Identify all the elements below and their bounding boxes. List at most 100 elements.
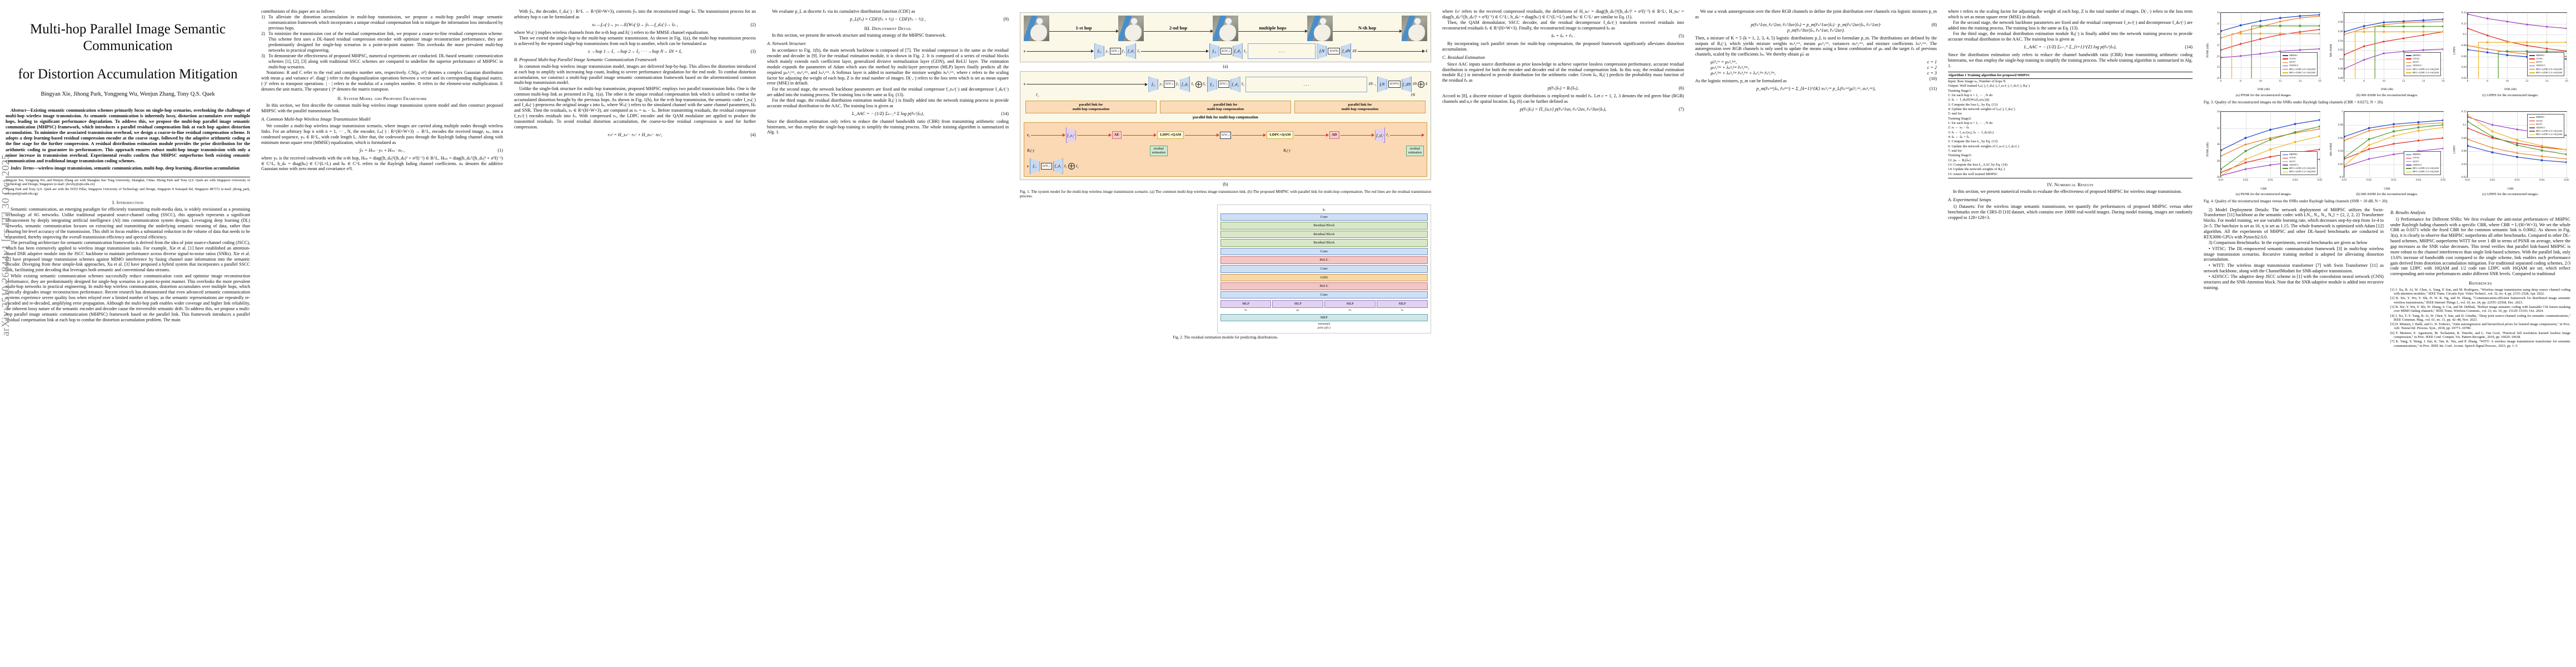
net-estimated-prior-label: estimated prior p(r̃ₙ) bbox=[1317, 322, 1331, 330]
y-axis-tick-label: 0.02 bbox=[2461, 176, 2467, 180]
y-axis-tick-label: 1 bbox=[2341, 11, 2343, 14]
y-axis-label: PSNR (dB) bbox=[2206, 142, 2210, 157]
legend-label: WITT bbox=[2412, 61, 2419, 64]
subsection-heading-4a: A. Experimental Setups bbox=[1948, 197, 1991, 203]
legend-entry: MHPSC bbox=[2529, 116, 2562, 119]
equation-8-number: (8) bbox=[1931, 22, 1937, 27]
legend-entry: MHPSC bbox=[2282, 153, 2315, 156]
figure-4a-subcaption: (a) PSNR for the reconstructed images. bbox=[2235, 192, 2292, 197]
legend-label: ViTSC bbox=[2535, 57, 2543, 61]
legend-entry: WITT bbox=[2405, 160, 2439, 163]
algorithm-line-17: 12: pₙ ← Rₑ(ŝₙ) bbox=[1948, 158, 1971, 162]
figure-4c-subcaption: (c) LPIPS for the reconstructed images. bbox=[2482, 192, 2539, 197]
gridline-horizontal bbox=[2468, 125, 2567, 126]
legend-entry: BPG+LDPC2/3+16QAM bbox=[2282, 167, 2315, 170]
ellipsis-block-b: . . . bbox=[1245, 76, 1368, 92]
section-heading-references: References bbox=[2469, 280, 2492, 286]
col3-paragraph-3: Then we extend the single-hop to the mul… bbox=[514, 36, 756, 46]
channel-block-2a: E(W₂) bbox=[1220, 47, 1232, 55]
x-axis-label: SNR (dB) bbox=[2380, 88, 2394, 92]
gridline-horizontal bbox=[2468, 34, 2567, 36]
residual-estimation-box-right: residual estimation bbox=[1406, 146, 1424, 157]
parallel-link-box-3: parallel link for multi-hop compensation bbox=[1294, 101, 1426, 113]
algorithm-line-7: 5: end for bbox=[1948, 112, 1962, 116]
results-analysis-paragraph: 1) Performance for Different SNRs: We fi… bbox=[2390, 216, 2570, 277]
reference-item-7: [7] K. Yang, S. Wang, J. Dai, K. Tan, K.… bbox=[2390, 340, 2570, 348]
ldpc-qam-decoder-block: LDPC+QAM bbox=[1267, 131, 1294, 140]
subsection-heading-2c: C. Residual Estimation bbox=[1442, 54, 1485, 60]
column-9-left-text: 2) Model Deployment Details: The network… bbox=[2204, 207, 2384, 349]
section-heading-deployment: III. Deployment Detail bbox=[864, 25, 912, 31]
residual-estimation-fn-label-left: Rₑ(·) bbox=[1027, 148, 1034, 153]
figure-4-subcaptions: (a) PSNR for the reconstructed images. (… bbox=[2204, 191, 2570, 197]
legend-label: ViTSC bbox=[2535, 119, 2543, 122]
signal-s2-a: ŝ₂ bbox=[1243, 48, 1247, 53]
subsection-2b-paragraph-1: In common multi-hop wireless image trans… bbox=[514, 63, 756, 86]
legend-label: WITT bbox=[2535, 61, 2543, 64]
figure-3c-subcaption: (c) LPIPS for the reconstructed images. bbox=[2482, 93, 2539, 97]
intro-paragraph-2: The prevailing architecture for semantic… bbox=[6, 240, 250, 273]
x-axis-tick-label: 0.02 bbox=[2243, 178, 2249, 182]
signal-sN1tilde-b: s̃N₋₁ bbox=[1368, 82, 1376, 87]
y-axis-tick-label: 0.92 bbox=[2338, 162, 2343, 166]
x-axis-tick-label: 8 bbox=[2487, 79, 2488, 83]
legend-label: BPG+LDPC1/2+16QAM bbox=[2535, 71, 2562, 74]
equation-14: L_AAC = − (1/Z) Σₙ₌₁ᴺ Σ_{i=1}^{Z} log p(… bbox=[1948, 44, 2193, 50]
chart-series-layer bbox=[2344, 119, 2443, 168]
equation-5: s̃ₙ = ŝₙ + r̂ₙ .(5) bbox=[1442, 33, 1684, 39]
figure-2-block-stack: Conv Residual Block Residual Block Resid… bbox=[1220, 213, 1428, 299]
x-axis-tick-label: 0.05 bbox=[2564, 178, 2569, 182]
cat-thumbnail-hopk bbox=[1307, 16, 1333, 41]
gridline-horizontal bbox=[2344, 177, 2443, 178]
inner-signal-r1: r₁ bbox=[1027, 133, 1030, 138]
inner-arrow-1 bbox=[1077, 133, 1112, 137]
chain-arrow-a0 bbox=[1026, 49, 1094, 53]
gridline-horizontal bbox=[2344, 59, 2443, 61]
col7-paragraph-1: We use a weak autoregression over the th… bbox=[1695, 9, 1937, 19]
y-axis-tick-label: 30 bbox=[2216, 143, 2220, 147]
signal-input-a: s bbox=[1024, 48, 1025, 53]
algorithm-line-9: 1: for each hop n = 1, ··· , N do bbox=[1948, 121, 1993, 126]
equation-8-line-2: p_m(r̃ₙ^3uv|ŝₙ, r̃ₙ^1uv, r̃ₙ^2uv). bbox=[1787, 27, 1845, 33]
x-axis-tick-label: 10 bbox=[2259, 79, 2262, 83]
col8-paragraph-4: Since the distribution estimation only r… bbox=[1948, 52, 2193, 68]
equation-14-body: L_AAC = − (1/Z) Σₙ₌₁ᴺ Σ_{i=1}^{Z} log p(… bbox=[2024, 44, 2117, 50]
legend-swatch bbox=[2282, 161, 2288, 162]
gridline-horizontal bbox=[2344, 50, 2443, 51]
equation-10-case-3-cond: c = 3 bbox=[1927, 71, 1937, 76]
figure-2: ŝₙ Conv Residual Block Residual Block Re… bbox=[1217, 204, 1431, 334]
legend-entry: MHPSC bbox=[2405, 153, 2439, 156]
legend-entry: ViTSC bbox=[2405, 156, 2439, 160]
model-deployment-paragraph: 2) Model Deployment Details: The network… bbox=[2204, 207, 2384, 240]
legend-label: WITT bbox=[2289, 61, 2296, 64]
x-axis-tick-label: 0.05 bbox=[2440, 178, 2446, 182]
algorithm-line-0: Input: Raw image sₙ, Number of hops N bbox=[1948, 79, 2006, 84]
reference-item-2: [2] B. Xie, Y. Wu, Y. Shi, D. W. K. Ng, … bbox=[2390, 296, 2570, 305]
contribution-item-2: 2)To minimize the transmission cost of t… bbox=[261, 31, 503, 53]
inner-signal-r1hat: r̂₁ bbox=[1386, 133, 1389, 138]
net-output-sigma: σₙ bbox=[1348, 308, 1352, 312]
figure-2-output-row: πₙ μₙ σₙ λₙ bbox=[1220, 308, 1428, 312]
contribution-item-1: 1)To alleviate the distortion accumulati… bbox=[261, 14, 503, 31]
gridline-horizontal bbox=[2221, 34, 2320, 36]
residual-label-rN: r̂N bbox=[1411, 92, 1415, 97]
x-axis-tick-label: 10 bbox=[2382, 79, 2385, 83]
x-axis-tick-label: 6 bbox=[2220, 79, 2222, 83]
algorithm-line-18: 13: Compute the loss L_AAC by Eq. (14) bbox=[1948, 162, 2007, 167]
figure-3a-subcaption: (a) PNSR for the reconstructed images. bbox=[2235, 93, 2292, 97]
figure-3b-subcaption: (b) MS-SSIM for the reconstructed images… bbox=[2356, 93, 2418, 97]
y-axis-tick-label: 1 bbox=[2341, 110, 2343, 114]
x-axis-tick-label: 14 bbox=[2421, 79, 2425, 83]
y-axis-tick-label: 0.86 bbox=[2338, 76, 2343, 80]
chain-arrow-a1 bbox=[1141, 49, 1209, 53]
legend-swatch bbox=[2282, 72, 2288, 73]
column-1: Multi-hop Parallel Image Semantic Commun… bbox=[0, 0, 256, 667]
y-axis-label: PSNR (dB) bbox=[2206, 43, 2210, 58]
legend-entry: WITT bbox=[2529, 123, 2562, 126]
net-block-residual-3: Residual Block bbox=[1220, 239, 1428, 247]
equation-8-line-1: p(r̃ₙ^1uv, r̃ₙ^2uv, r̃ₙ^3uv|ŝₙ) = p_m(r̃… bbox=[1751, 22, 1881, 27]
x-axis-tick-label: 14 bbox=[2545, 79, 2548, 83]
y-axis-tick-label: 34 bbox=[2216, 110, 2220, 114]
